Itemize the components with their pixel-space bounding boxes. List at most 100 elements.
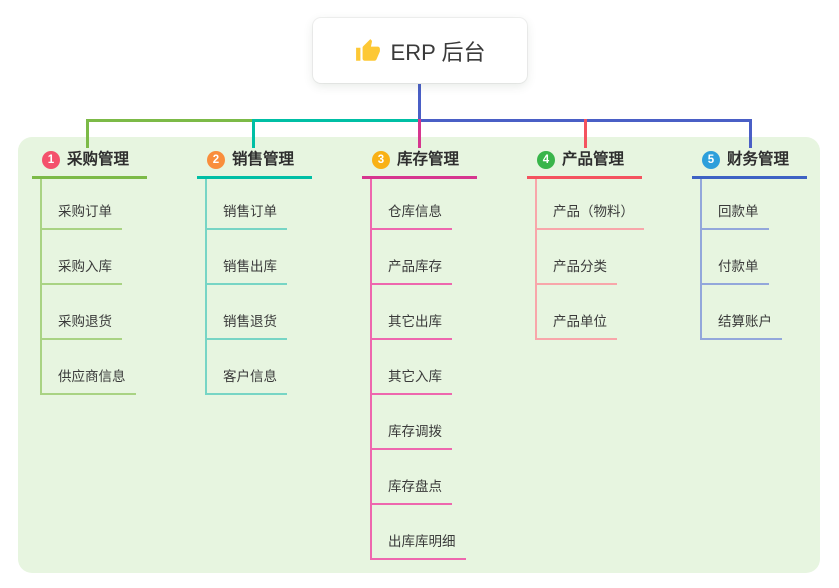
child-node[interactable]: 销售订单 <box>207 203 287 230</box>
root-label: ERP 后台 <box>390 39 486 65</box>
child-row: 出库库明细 <box>372 505 466 560</box>
child-label: 产品库存 <box>388 259 442 274</box>
child-row: 采购退货 <box>42 285 122 340</box>
connector-trunk-left <box>86 119 255 122</box>
thumbs-up-icon <box>355 38 380 61</box>
child-node[interactable]: 库存调拨 <box>372 423 452 450</box>
child-row: 回款单 <box>702 179 769 230</box>
child-label: 采购入库 <box>58 259 112 274</box>
child-node[interactable]: 仓库信息 <box>372 203 452 230</box>
child-label: 库存盘点 <box>388 479 442 494</box>
child-row: 结算账户 <box>702 285 782 340</box>
child-node[interactable]: 采购入库 <box>42 258 122 285</box>
child-row: 产品单位 <box>537 285 617 340</box>
connector-drop-1 <box>86 119 89 148</box>
root-node[interactable]: ERP 后台 <box>313 18 527 83</box>
child-label: 销售退货 <box>223 314 277 329</box>
child-row: 客户信息 <box>207 340 287 395</box>
connector-drop-5 <box>749 119 752 148</box>
branch-label: 产品管理 <box>562 151 625 168</box>
branch-children: 回款单付款单结算账户 <box>700 179 782 340</box>
child-node[interactable]: 产品（物料） <box>537 203 644 230</box>
child-row: 付款单 <box>702 230 769 285</box>
branch-header[interactable]: 1 采购管理 <box>32 147 147 179</box>
branch-4: 4 产品管理产品（物料） 产品分类产品单位 <box>527 147 644 340</box>
child-label: 其它入库 <box>388 369 442 384</box>
child-node[interactable]: 回款单 <box>702 203 769 230</box>
branch-2: 2 销售管理销售订单销售出库销售退货客户信息 <box>197 147 312 395</box>
child-node[interactable]: 销售退货 <box>207 313 287 340</box>
child-label: 供应商信息 <box>58 369 126 384</box>
branch-index-badge: 3 <box>372 150 390 169</box>
connector-drop-4 <box>584 119 587 148</box>
child-node[interactable]: 出库库明细 <box>372 533 466 560</box>
child-node[interactable]: 其它出库 <box>372 313 452 340</box>
branch-label: 采购管理 <box>67 151 130 168</box>
connector-drop-2 <box>252 119 255 148</box>
branch-header[interactable]: 2 销售管理 <box>197 147 312 179</box>
branches-panel <box>18 137 820 573</box>
child-node[interactable]: 产品库存 <box>372 258 452 285</box>
child-node[interactable]: 采购退货 <box>42 313 122 340</box>
child-row: 产品分类 <box>537 230 617 285</box>
branch-index-badge: 2 <box>207 150 225 169</box>
child-row: 库存盘点 <box>372 450 452 505</box>
child-label: 客户信息 <box>223 369 277 384</box>
child-row: 库存调拨 <box>372 395 452 450</box>
branch-header[interactable]: 4 产品管理 <box>527 147 642 179</box>
child-label: 付款单 <box>718 259 759 274</box>
branch-children: 采购订单采购入库采购退货供应商信息 <box>40 179 136 395</box>
child-label: 产品（物料） <box>553 204 634 219</box>
child-node[interactable]: 客户信息 <box>207 368 287 395</box>
child-row: 仓库信息 <box>372 179 452 230</box>
branch-index-badge: 1 <box>42 150 60 169</box>
child-label: 结算账户 <box>718 314 772 329</box>
child-node[interactable]: 采购订单 <box>42 203 122 230</box>
child-node[interactable]: 产品单位 <box>537 313 617 340</box>
connector-drop-3 <box>418 119 421 148</box>
branch-label: 库存管理 <box>397 151 460 168</box>
branch-label: 销售管理 <box>232 151 295 168</box>
branch-index-badge: 5 <box>702 150 720 169</box>
child-row: 销售退货 <box>207 285 287 340</box>
child-label: 销售出库 <box>223 259 277 274</box>
branch-children: 仓库信息产品库存其它出库其它入库库存调拨库存盘点出库库明细 <box>370 179 466 560</box>
child-label: 产品单位 <box>553 314 607 329</box>
child-row: 产品库存 <box>372 230 452 285</box>
child-node[interactable]: 销售出库 <box>207 258 287 285</box>
child-label: 库存调拨 <box>388 424 442 439</box>
branch-label: 财务管理 <box>727 151 790 168</box>
child-row: 采购入库 <box>42 230 122 285</box>
child-node[interactable]: 其它入库 <box>372 368 452 395</box>
child-row: 销售订单 <box>207 179 287 230</box>
child-row: 销售出库 <box>207 230 287 285</box>
child-row: 其它出库 <box>372 285 452 340</box>
branch-1: 1 采购管理采购订单采购入库采购退货供应商信息 <box>32 147 147 395</box>
branch-5: 5 财务管理回款单付款单结算账户 <box>692 147 807 340</box>
child-row: 供应商信息 <box>42 340 136 395</box>
branch-children: 销售订单销售出库销售退货客户信息 <box>205 179 287 395</box>
connector-root-stem <box>418 83 421 119</box>
child-row: 产品（物料） <box>537 179 644 230</box>
branch-header[interactable]: 5 财务管理 <box>692 147 807 179</box>
child-label: 采购订单 <box>58 204 112 219</box>
child-label: 销售订单 <box>223 204 277 219</box>
child-label: 产品分类 <box>553 259 607 274</box>
branch-3: 3 库存管理仓库信息产品库存其它出库其它入库库存调拨库存盘点出库库明细 <box>362 147 477 560</box>
branch-index-badge: 4 <box>537 150 555 169</box>
child-node[interactable]: 付款单 <box>702 258 769 285</box>
child-label: 采购退货 <box>58 314 112 329</box>
child-node[interactable]: 库存盘点 <box>372 478 452 505</box>
child-label: 出库库明细 <box>388 534 456 549</box>
child-node[interactable]: 供应商信息 <box>42 368 136 395</box>
branch-children: 产品（物料） 产品分类产品单位 <box>535 179 644 340</box>
child-node[interactable]: 结算账户 <box>702 313 782 340</box>
child-label: 其它出库 <box>388 314 442 329</box>
child-node[interactable]: 产品分类 <box>537 258 617 285</box>
child-label: 仓库信息 <box>388 204 442 219</box>
child-row: 采购订单 <box>42 179 122 230</box>
connector-trunk-middle <box>252 119 419 122</box>
branch-header[interactable]: 3 库存管理 <box>362 147 477 179</box>
child-label: 回款单 <box>718 204 759 219</box>
